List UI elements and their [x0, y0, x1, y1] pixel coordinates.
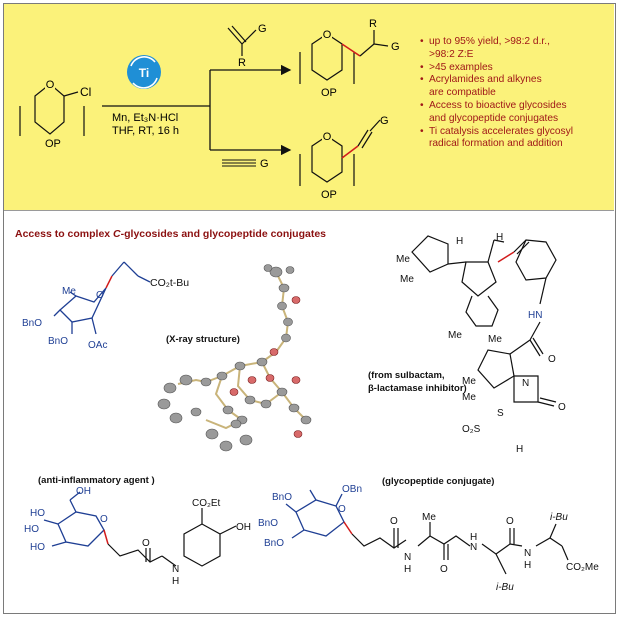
- compound4-ibu-1: i-Bu: [496, 582, 514, 593]
- alkene-g-label: G: [258, 23, 267, 35]
- glycopeptide-caption: (glycopeptide conjugate): [382, 476, 494, 487]
- compound4-h-3: H: [524, 560, 531, 571]
- compound2-me-4: Me: [488, 334, 502, 345]
- xray-structure-drawing: [157, 264, 312, 452]
- compound3-ester: CO₂Et: [192, 498, 221, 509]
- product1-r-label: R: [369, 18, 377, 30]
- compound4-bno-2: BnO: [258, 518, 278, 529]
- op-label: OP: [45, 138, 61, 150]
- conditions-line-2: THF, RT, 16 h: [112, 125, 179, 137]
- compound4-o-2: O: [440, 564, 448, 575]
- compound-4-structure: [285, 489, 353, 539]
- compound1-methyl: Me: [62, 286, 76, 297]
- compound4-me: Me: [422, 512, 436, 523]
- compound-1-structure: [53, 261, 151, 335]
- compound4-h-1: H: [404, 564, 411, 575]
- compound3-n: N: [172, 564, 179, 575]
- compound2-h-1: H: [456, 236, 463, 247]
- ring-oxygen-label: O: [46, 79, 55, 91]
- alkyne-g-label: G: [260, 158, 269, 170]
- alkene-reagent: [227, 25, 257, 56]
- alkene-r-label: R: [238, 57, 246, 69]
- product2-op-label: OP: [321, 189, 337, 201]
- product2-g-label: G: [380, 115, 389, 127]
- product1-g-label: G: [391, 41, 400, 53]
- compound2-n: N: [522, 378, 529, 389]
- highlight-item: Ti catalysis accelerates glycosylradical…: [420, 126, 573, 152]
- compound2-me-2: Me: [400, 274, 414, 285]
- compound2-me-6: Me: [462, 392, 476, 403]
- compound-2-structure: [411, 235, 557, 407]
- product1-op-label: OP: [321, 87, 337, 99]
- sulbactam-caption-2: β-lactamase inhibitor): [368, 383, 467, 394]
- compound1-oac: OAc: [88, 340, 107, 351]
- compound4-o-3: O: [506, 516, 514, 527]
- compound3-oh-1: OH: [76, 486, 91, 497]
- compound4-h-2: H: [470, 532, 477, 543]
- compound1-ring-o: O: [96, 290, 104, 301]
- conditions-line-1: Mn, Et₃N·HCl: [112, 112, 178, 124]
- highlight-item: >45 examples: [420, 62, 573, 75]
- compound2-h-2: H: [496, 232, 503, 243]
- xray-caption: (X-ray structure): [166, 334, 240, 345]
- compound-3-structure: [43, 491, 109, 547]
- compound2-me-1: Me: [396, 254, 410, 265]
- compound1-bno-1: BnO: [22, 318, 42, 329]
- compound4-n-2: N: [470, 542, 477, 553]
- compound1-ester: CO₂t-Bu: [150, 277, 189, 289]
- svg-text:Ti: Ti: [139, 66, 149, 80]
- highlights-list: up to 95% yield, >98:2 d.r.,>98:2 Z:E >4…: [420, 36, 573, 151]
- compound3-amide-o: O: [142, 538, 150, 549]
- compound1-bno-2: BnO: [48, 336, 68, 347]
- compound2-lactam-o: O: [558, 402, 566, 413]
- sulbactam-caption-1: (from sulbactam,: [368, 370, 445, 381]
- compound4-obn: OBn: [342, 484, 362, 495]
- compound4-n-3: N: [524, 548, 531, 559]
- product2-ring-o: O: [323, 131, 332, 143]
- product1-ring-o: O: [323, 29, 332, 41]
- compound4-ring-o: O: [338, 504, 346, 515]
- compound4-n-1: N: [404, 552, 411, 563]
- compound3-ring-o: O: [100, 514, 108, 525]
- section-heading: Access to complex C-glycosides and glyco…: [15, 228, 327, 240]
- compound4-ibu-2: i-Bu: [550, 512, 568, 523]
- compound3-nh-h: H: [172, 576, 179, 587]
- compound3-ho-1: HO: [30, 508, 45, 519]
- compound3-ho-3: HO: [30, 542, 45, 553]
- highlight-item: up to 95% yield, >98:2 d.r.,>98:2 Z:E: [420, 36, 573, 62]
- alkyne-reagent: [222, 159, 256, 167]
- compound2-amide-o: O: [548, 354, 556, 365]
- chloride-label: Cl: [80, 85, 91, 99]
- titanium-catalyst-icon: Ti: [127, 55, 161, 89]
- compound4-bno-3: BnO: [264, 538, 284, 549]
- compound4-bno-1: BnO: [272, 492, 292, 503]
- compound2-me-5: Me: [462, 376, 476, 387]
- compound2-nh: HN: [528, 310, 542, 321]
- compound2-me-3: Me: [448, 330, 462, 341]
- compound2-h-3: H: [516, 444, 523, 455]
- anti-inflammatory-caption: (anti-inflammatory agent ): [38, 475, 155, 486]
- compound4-o-1: O: [390, 516, 398, 527]
- compound2-so2: O₂S: [462, 424, 481, 435]
- compound3-oh-2: OH: [236, 522, 251, 533]
- compound3-ho-2: HO: [24, 524, 39, 535]
- compound4-ester: CO₂Me: [566, 562, 599, 573]
- compound2-sulfur: S: [497, 408, 504, 419]
